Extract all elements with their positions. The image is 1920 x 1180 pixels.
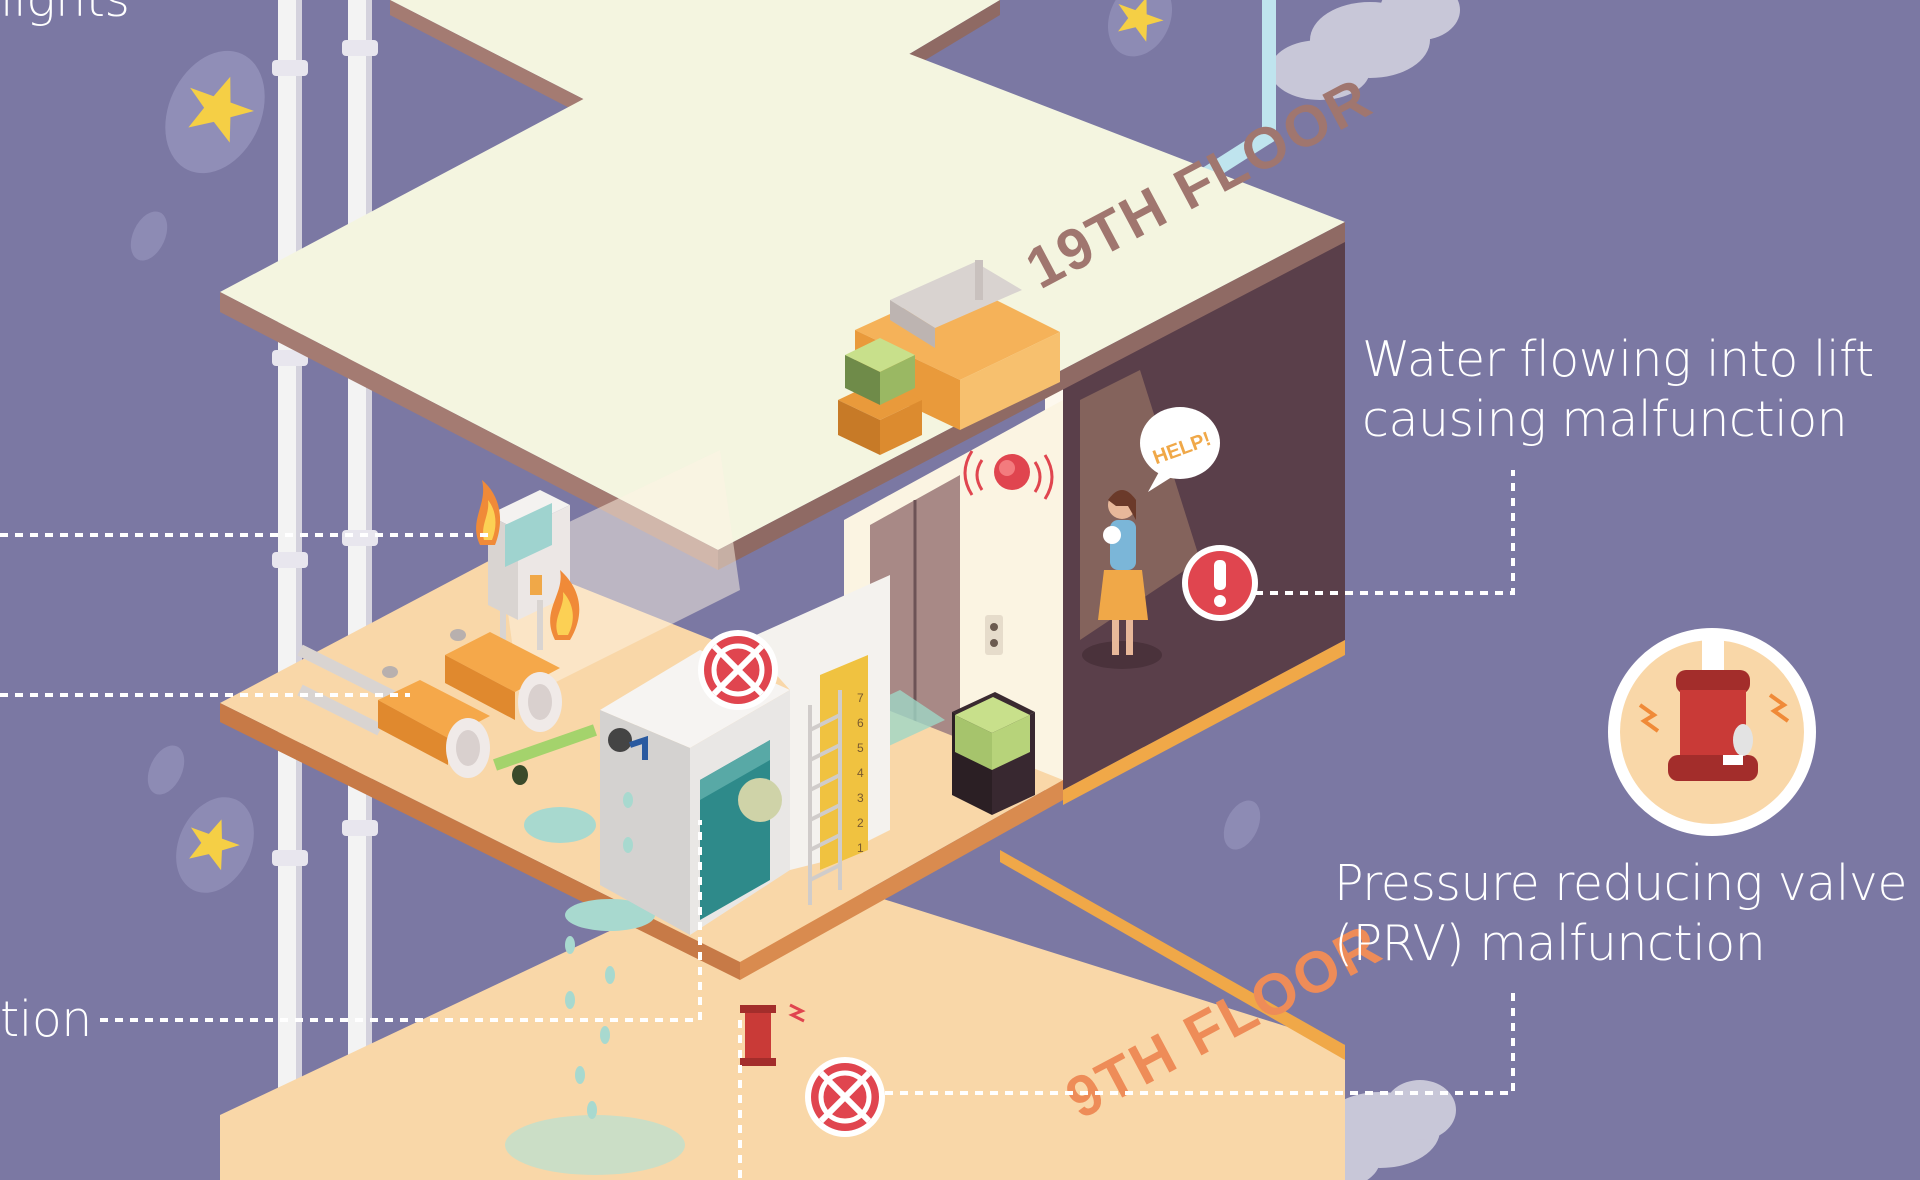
water-drips (565, 792, 633, 1119)
cropped-callout-top: lights (0, 0, 130, 30)
valve-closed-icon (698, 630, 778, 710)
svg-text:6: 6 (857, 716, 864, 730)
callout-lines (0, 470, 1515, 1180)
tank-level-gauge: 7 6 5 4 3 2 1 (857, 691, 864, 855)
svg-text:4: 4 (857, 766, 864, 780)
small-cabinet (952, 692, 1035, 815)
cloud-icon (1270, 0, 1460, 100)
cropped-callout-bottom: tion (0, 991, 92, 1048)
lift-malfunction-callout: Water flowing into lift causing malfunct… (1362, 330, 1874, 450)
alert-icon (1182, 545, 1258, 621)
fire-icon (550, 570, 580, 640)
star-icon (1118, 0, 1164, 42)
svg-text:1: 1 (857, 841, 864, 855)
svg-text:2: 2 (857, 816, 864, 830)
fire-icon (476, 480, 501, 545)
tank-ladder (808, 690, 842, 905)
prv-small-icon (740, 1003, 806, 1066)
svg-text:3: 3 (857, 791, 864, 805)
alarm-bell-icon (963, 450, 1054, 500)
prv-malfunction-callout: Pressure reducing valve (PRV) malfunctio… (1334, 854, 1908, 974)
svg-text:5: 5 (857, 741, 864, 755)
star-icon (188, 76, 255, 143)
floor-19-slab (220, 0, 1345, 570)
lift-callout-line-1: Water flowing into lift (1362, 331, 1874, 388)
prv-closeup-icon (1608, 628, 1816, 836)
prv-callout-line-1: Pressure reducing valve (1334, 855, 1908, 912)
help-speech-bubble: HELP! (1140, 407, 1220, 492)
prv-callout-line-2: (PRV) malfunction (1334, 915, 1766, 972)
lift-call-buttons (985, 615, 1003, 655)
svg-text:7: 7 (857, 691, 864, 705)
star-icon (189, 819, 240, 871)
lower-floor-slab (220, 850, 1345, 1180)
valve-closed-icon (805, 1057, 885, 1137)
storage-boxes (838, 338, 922, 455)
trapped-person (1082, 490, 1162, 669)
lift-callout-line-2: causing malfunction (1362, 391, 1848, 448)
background-decorations (130, 0, 1460, 1180)
water-tank (600, 575, 890, 935)
